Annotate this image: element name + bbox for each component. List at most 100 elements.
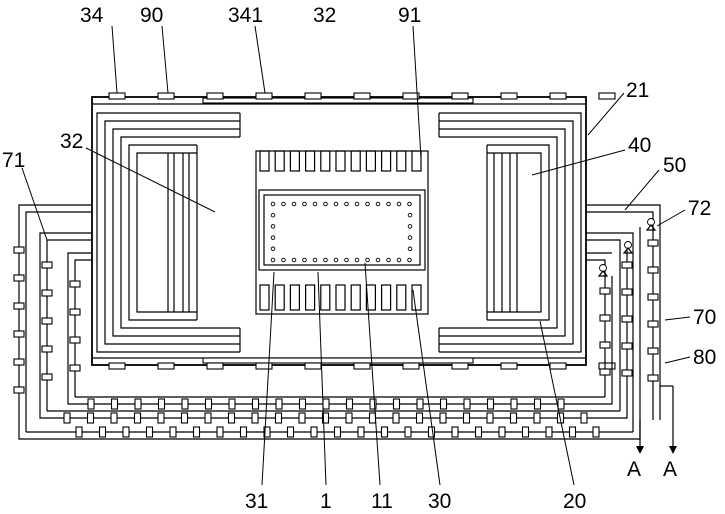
bottom-pad [403, 363, 419, 369]
horizontal-pad [159, 399, 165, 409]
bottom-pads [109, 363, 615, 369]
horizontal-pad [88, 413, 94, 423]
vertical-pad [622, 370, 632, 376]
label-91: 91 [398, 4, 421, 27]
chip-pin [336, 285, 345, 310]
horizontal-pad [288, 427, 294, 437]
label-11: 11 [371, 490, 393, 513]
vertical-pad [42, 262, 52, 268]
horizontal-pad [441, 399, 447, 409]
chip-dot [376, 258, 380, 262]
chip-pin [397, 285, 406, 310]
chip-pin [412, 285, 421, 310]
chip-dot [366, 258, 370, 262]
chip-dot [408, 247, 412, 251]
chip-dot [387, 202, 391, 206]
chip-pin [382, 151, 391, 171]
label-20: 20 [563, 490, 586, 513]
label-31: 31 [245, 490, 268, 513]
chip-dot [271, 202, 275, 206]
horizontal-pad [593, 427, 599, 437]
chip-dot [271, 258, 275, 262]
horizontal-pad [546, 427, 552, 437]
chip-dot [408, 225, 412, 229]
vertical-pad [648, 240, 658, 246]
horizontal-pad [252, 413, 258, 423]
chip-pin [351, 285, 360, 310]
label-341: 341 [228, 4, 263, 27]
vertical-pad [14, 331, 24, 337]
top-pad [158, 93, 174, 99]
vertical-pad [14, 247, 24, 253]
chip-pin [260, 151, 269, 171]
chip-pin [321, 151, 330, 171]
chip-dot [376, 202, 380, 206]
vertical-pad [70, 281, 80, 287]
bottom-pad [305, 363, 321, 369]
bottom-pad [452, 363, 468, 369]
vertical-pad [600, 342, 610, 348]
chip-dot [387, 258, 391, 262]
vertical-pad [600, 315, 610, 321]
chip-dot [303, 202, 307, 206]
horizontal-pad [135, 413, 141, 423]
bottom-pad [256, 363, 272, 369]
vertical-pad [14, 359, 24, 365]
horizontal-pad [393, 413, 399, 423]
horizontal-pad [299, 413, 305, 423]
bottom-pad [158, 363, 174, 369]
label-A-2: A [663, 458, 677, 481]
horizontal-pad [205, 413, 211, 423]
chip-dot [282, 202, 286, 206]
horizontal-pad [346, 413, 352, 423]
label-A-1: A [627, 458, 641, 481]
horizontal-pad [241, 427, 247, 437]
label-80: 80 [693, 346, 716, 369]
horizontal-pad [276, 399, 282, 409]
vertical-pad [14, 303, 24, 309]
top-pad [550, 93, 566, 99]
horizontal-pad [64, 413, 70, 423]
chip-dot [292, 202, 296, 206]
label-21: 21 [626, 79, 649, 102]
horizontal-pad [464, 399, 470, 409]
chip-dot [292, 258, 296, 262]
center-chip [256, 151, 428, 314]
chip-pin [336, 151, 345, 171]
bottom-pad [207, 363, 223, 369]
vertical-pad [42, 374, 52, 380]
vertical-pad [14, 275, 24, 281]
chip-pin [397, 151, 406, 171]
chip-pin [351, 151, 360, 171]
chip-dot [355, 202, 359, 206]
horizontal-pad [347, 399, 353, 409]
top-pad [452, 93, 468, 99]
horizontal-pad [100, 427, 106, 437]
chip-dot [397, 258, 401, 262]
chip-pin [382, 285, 391, 310]
vertical-pad [622, 289, 632, 295]
vertical-pad [622, 316, 632, 322]
bottom-pad [109, 363, 125, 369]
chip-dot [324, 202, 328, 206]
horizontal-pad [511, 413, 517, 423]
horizontal-pad [558, 399, 564, 409]
chip-bottom-pins [260, 285, 421, 310]
top-pad [305, 93, 321, 99]
label-71: 71 [2, 149, 25, 172]
horizontal-pad [182, 399, 188, 409]
horizontal-pad [476, 427, 482, 437]
horizontal-pad [405, 427, 411, 437]
vertical-pad [648, 267, 658, 273]
top-pad [354, 93, 370, 99]
bottom-pad [550, 363, 566, 369]
vertical-pad [42, 290, 52, 296]
label-34: 34 [80, 4, 104, 27]
horizontal-pad [488, 399, 494, 409]
right-coil [439, 113, 581, 352]
horizontal-pad [112, 399, 118, 409]
vertical-pad [648, 294, 658, 300]
horizontal-pad [464, 413, 470, 423]
chip-pin [275, 151, 284, 171]
